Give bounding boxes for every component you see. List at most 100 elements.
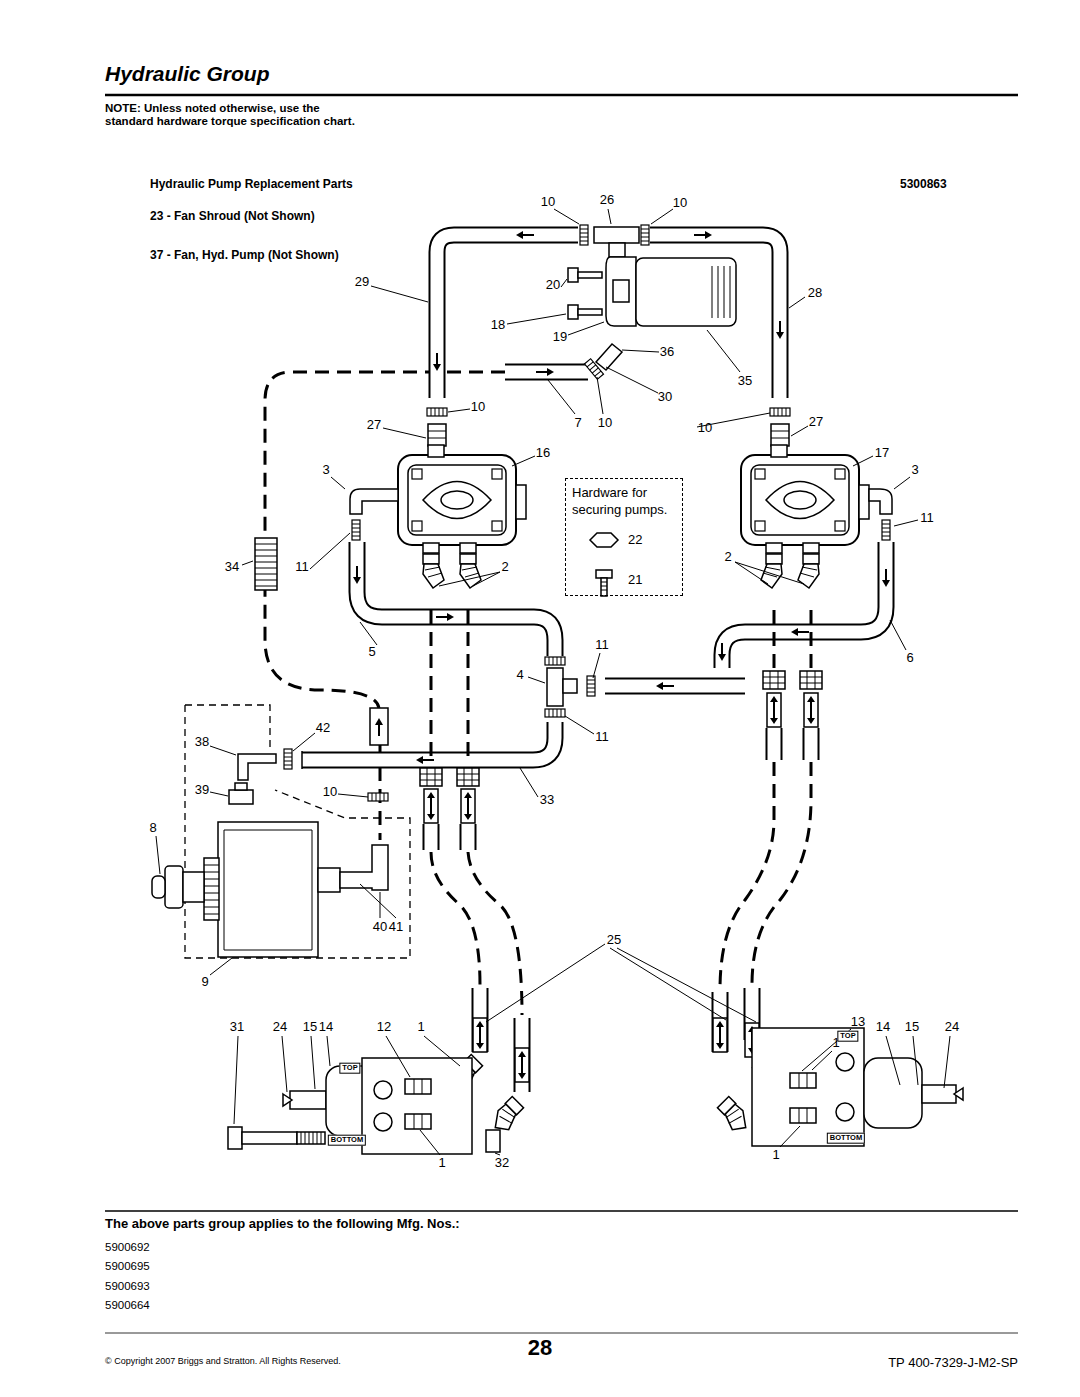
filter-hoses	[433, 353, 441, 371]
wheel-motors	[414, 1079, 422, 1129]
model-number: 5900692	[105, 1241, 150, 1254]
callout-number: 26	[599, 193, 615, 208]
callout-number: 11	[594, 638, 610, 653]
callout-number: 6	[905, 651, 914, 666]
wheel-motors	[954, 1088, 963, 1100]
callout-number: 14	[318, 1020, 334, 1035]
motor-hoses	[713, 1018, 727, 1052]
filter-hoses	[596, 344, 622, 370]
filter-hoses	[568, 268, 578, 282]
motor-hoses	[752, 762, 811, 985]
filter-hoses	[771, 424, 789, 446]
callout-number: 14	[875, 1020, 891, 1035]
callout-number: 4	[515, 668, 524, 683]
callout-number: 40	[372, 920, 388, 935]
wheel-motors	[301, 1132, 321, 1144]
hardware-icons	[590, 533, 618, 596]
hardware-icons	[590, 533, 618, 547]
filter-hoses	[568, 305, 578, 319]
rules	[105, 1333, 1018, 1334]
callout-number: 20	[545, 278, 561, 293]
filter-hoses	[694, 231, 712, 239]
callout-number: 38	[194, 735, 210, 750]
motor-hoses	[712, 992, 729, 1052]
plate-label: BOTTOM	[328, 1135, 366, 1146]
filter-hoses	[578, 272, 602, 278]
pumps	[352, 520, 360, 540]
pressure-hoses	[605, 678, 745, 695]
tank	[183, 872, 204, 902]
plate-label: TOP	[339, 1063, 360, 1074]
tank	[185, 705, 410, 958]
note-text: NOTE: Unless noted otherwise, use the st…	[105, 102, 355, 128]
tank	[165, 866, 183, 908]
callout-number: 19	[552, 330, 568, 345]
filter-hoses	[505, 364, 588, 381]
motor-hoses	[800, 671, 822, 689]
rules	[105, 95, 1018, 1333]
motor-hoses	[457, 768, 479, 786]
callout-number: 36	[659, 345, 675, 360]
callout-number: 9	[200, 975, 209, 990]
leader-lines	[156, 209, 950, 1155]
pressure-hoses	[605, 680, 745, 693]
filter-hoses	[636, 258, 736, 326]
rules	[105, 94, 1018, 97]
filter-hoses	[516, 231, 534, 239]
motor-hoses	[514, 1018, 531, 1092]
leader-lines	[156, 209, 950, 1155]
wheel-motors	[864, 1058, 922, 1128]
applies-heading: The above parts group applies to the fol…	[105, 1217, 460, 1232]
motor-hoses	[763, 671, 785, 689]
pressure-hoses	[545, 709, 565, 717]
wheel-motors	[283, 1094, 292, 1106]
motor-hoses	[461, 789, 475, 823]
callout-number: 8	[148, 821, 157, 836]
pumps	[350, 489, 398, 514]
pumps	[460, 554, 481, 588]
callout-number: 3	[910, 463, 919, 478]
callout-number: 2	[500, 560, 509, 575]
motor-hoses	[431, 852, 480, 985]
return-line	[370, 708, 388, 745]
filter-hoses	[606, 257, 636, 326]
return-line	[255, 538, 277, 590]
filter-hoses	[427, 225, 790, 446]
box-heading: Hardware for securing pumps.	[572, 485, 676, 519]
callout-number: 16	[535, 446, 551, 461]
return-line	[255, 544, 277, 586]
hardware-icons	[601, 578, 607, 596]
filter-hoses	[594, 227, 639, 243]
pumps	[350, 445, 892, 588]
wheel-motors	[228, 1028, 963, 1154]
wheel-motors	[405, 1114, 431, 1129]
page-number: 28	[528, 1335, 552, 1360]
callout-number: 13	[850, 1015, 866, 1030]
document-code: TP 400-7329-J-M2-SP	[888, 1356, 1018, 1371]
callout-number: 10	[597, 416, 613, 431]
filter-hoses	[776, 321, 784, 339]
pressure-hoses	[718, 643, 726, 661]
callout-number: 12	[376, 1020, 392, 1035]
pumps	[882, 520, 890, 540]
filter-hoses	[613, 280, 629, 302]
motor-hoses	[767, 693, 781, 727]
pumps	[398, 445, 526, 553]
pumps	[423, 554, 444, 588]
pressure-hoses	[722, 542, 886, 668]
pressure-hoses	[545, 657, 565, 665]
wheel-motors	[799, 1073, 807, 1123]
filter-hoses	[585, 359, 604, 379]
callout-number: 35	[737, 374, 753, 389]
wheel-motors	[486, 1130, 500, 1152]
filter-hoses	[505, 366, 588, 379]
callout-number: 1	[771, 1148, 780, 1163]
pressure-hoses	[302, 722, 555, 760]
wheel-motors	[405, 1079, 431, 1094]
tank	[152, 876, 165, 898]
wheel-motors	[374, 1113, 392, 1131]
callout-number: 17	[874, 446, 890, 461]
callout-number: 25	[606, 933, 622, 948]
motor-hoses	[472, 988, 489, 1052]
pressure-hoses	[547, 668, 563, 706]
